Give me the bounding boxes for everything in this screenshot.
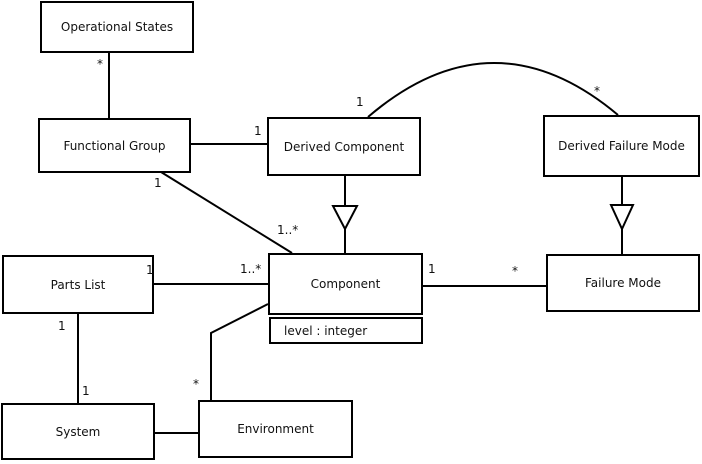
- multiplicity-component-left: 1..*: [240, 262, 262, 276]
- multiplicity-component-top: 1..*: [277, 223, 299, 237]
- class-attributes-component: level : integer: [269, 317, 423, 344]
- class-name-label: System: [55, 424, 101, 439]
- class-box-environment: Environment: [198, 400, 353, 458]
- multiplicity-operational-states: *: [97, 57, 103, 71]
- class-name-label: Environment: [237, 422, 314, 436]
- class-box-failure-mode: Failure Mode: [546, 254, 700, 312]
- multiplicity-component-right: 1: [428, 262, 436, 276]
- edge-environment-component: [210, 303, 269, 400]
- class-attribute-level: level : integer: [284, 323, 368, 338]
- multiplicity-environment-top: *: [193, 377, 199, 391]
- class-box-functional-group: Functional Group: [38, 118, 191, 173]
- class-box-component: Component: [268, 253, 423, 315]
- class-name-label: Operational States: [60, 20, 174, 34]
- class-name-label: Derived Failure Mode: [558, 139, 685, 153]
- class-name-label: Failure Mode: [585, 276, 661, 290]
- multiplicity-failure-mode-left: *: [512, 264, 518, 278]
- multiplicity-arc-derived-component: 1: [356, 95, 364, 109]
- class-box-operational-states: Operational States: [40, 1, 194, 53]
- edge-derived-component-derived-failure-mode-arc: [367, 62, 619, 118]
- edge-functional-group-component: [160, 171, 293, 254]
- class-box-parts-list: Parts List: [2, 255, 154, 314]
- class-name-label: Functional Group: [63, 138, 166, 153]
- multiplicity-parts-list-right: 1: [146, 263, 154, 277]
- multiplicity-arc-derived-failure-mode: *: [594, 84, 600, 98]
- class-name-label: Component: [310, 277, 381, 291]
- class-box-derived-component: Derived Component: [267, 117, 421, 176]
- multiplicity-system-top: 1: [82, 384, 90, 398]
- multiplicity-derived-component-left: 1: [254, 124, 262, 138]
- class-name-label: Parts List: [50, 277, 106, 292]
- class-box-system: System: [1, 403, 155, 460]
- multiplicity-parts-list-bottom: 1: [58, 319, 66, 333]
- generalization-triangle-icon: [331, 205, 359, 232]
- class-name-label: Derived Component: [283, 139, 405, 154]
- multiplicity-functional-group: 1: [154, 176, 162, 190]
- generalization-triangle-icon: [609, 204, 635, 232]
- class-box-derived-failure-mode: Derived Failure Mode: [543, 115, 700, 177]
